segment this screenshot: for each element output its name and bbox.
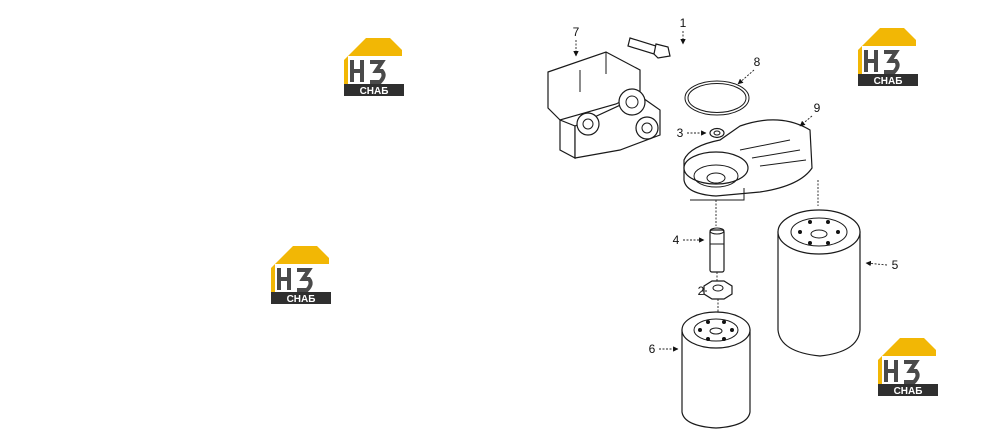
callout-2: 2 bbox=[698, 284, 707, 298]
part-bolt bbox=[627, 37, 671, 59]
callout-label: 6 bbox=[649, 342, 656, 356]
watermark-logo: СНАБ bbox=[856, 26, 920, 88]
callout-label: 7 bbox=[573, 25, 580, 39]
callout-label: 9 bbox=[814, 101, 821, 115]
callout-8: 8 bbox=[737, 55, 761, 85]
callout-label: 8 bbox=[754, 55, 761, 69]
callout-3: 3 bbox=[677, 126, 707, 140]
callout-6: 6 bbox=[649, 342, 679, 356]
watermark-logo: СНАБ bbox=[876, 336, 940, 398]
part-filter-canister-small bbox=[681, 311, 751, 429]
part-filter-head-bracket bbox=[547, 51, 661, 159]
watermark-logo: СНАБ bbox=[342, 36, 406, 98]
callout-label: 1 bbox=[680, 16, 687, 30]
watermark-sub-text: СНАБ bbox=[894, 386, 923, 397]
callout-label: 4 bbox=[673, 233, 680, 247]
part-filter-canister-large bbox=[777, 209, 861, 357]
callout-1: 1 bbox=[680, 16, 687, 45]
part-small-nut bbox=[709, 127, 725, 139]
callout-label: 2 bbox=[698, 284, 705, 298]
callout-9: 9 bbox=[799, 101, 821, 127]
part-o-ring bbox=[684, 80, 750, 116]
callout-label: 5 bbox=[892, 258, 899, 272]
callout-4: 4 bbox=[673, 233, 705, 247]
callout-5: 5 bbox=[865, 258, 899, 272]
part-filter-base bbox=[683, 119, 819, 226]
part-tube bbox=[709, 227, 725, 282]
callout-label: 3 bbox=[677, 126, 684, 140]
watermark-sub-text: СНАБ bbox=[360, 86, 389, 97]
callout-7: 7 bbox=[573, 25, 580, 57]
part-hex-nut bbox=[703, 280, 733, 312]
watermark-logo: СНАБ bbox=[269, 244, 333, 306]
watermark-sub-text: СНАБ bbox=[874, 76, 903, 87]
watermark-sub-text: СНАБ bbox=[287, 294, 316, 305]
